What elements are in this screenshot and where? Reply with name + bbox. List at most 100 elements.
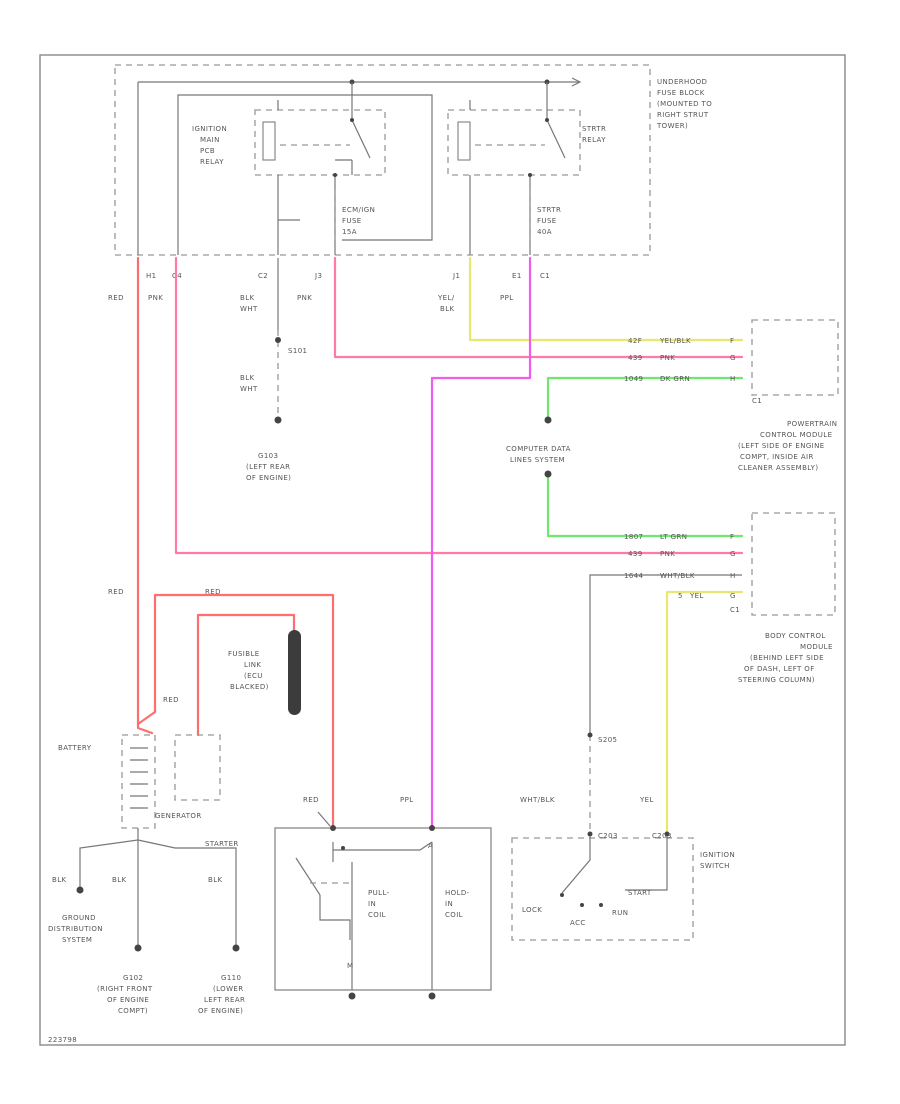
g110-label-1: G110 xyxy=(221,974,241,982)
connector-c203-b: C203 xyxy=(652,832,672,840)
fuse-block-label-1: UNDERHOOD xyxy=(657,78,707,86)
red-wire-to-generator xyxy=(196,613,296,737)
yel-label-ign: YEL xyxy=(639,796,654,804)
pnk-wire-label-c4: PNK xyxy=(148,294,163,302)
fuse-block-label-4: RIGHT STRUT xyxy=(657,111,709,119)
underhood-fuse-block: IGNITION MAIN PCB RELAY STRTR RELAY ECM/… xyxy=(114,64,712,280)
pcm-label-2: CONTROL MODULE xyxy=(760,431,832,439)
s101-wire-label-1: BLK xyxy=(240,374,255,382)
bcm-pin-letter-1: F xyxy=(730,533,734,541)
powertrain-control-module: 42F YEL/BLK F 439 PNK G 1049 DK GRN H C1… xyxy=(624,319,839,472)
yel-wire-to-ign-switch xyxy=(665,590,744,834)
battery: BATTERY xyxy=(58,734,156,829)
ecm-fuse-label-3: 15A xyxy=(342,228,357,236)
conn-e1: E1 xyxy=(512,272,522,280)
strtr-relay-label-1: STRTR xyxy=(582,125,606,133)
bcm-pin-letter-2: G xyxy=(730,550,736,558)
pcm-pin-num-3: 1049 xyxy=(624,375,643,383)
bcm-label-1: BODY CONTROL xyxy=(765,632,826,640)
blk-label-g102: BLK xyxy=(112,876,127,884)
fusible-link-label-4: BLACKED) xyxy=(230,683,269,691)
red-wire-to-starter xyxy=(136,593,335,830)
pcm-label-1: POWERTRAIN xyxy=(787,420,837,428)
bcm-pin-letter-4: G xyxy=(730,592,736,600)
ign-relay-label-2: MAIN xyxy=(200,136,220,144)
bcm-pin-num-3: 1644 xyxy=(624,572,644,580)
hold-in-label-1: HOLD- xyxy=(445,889,470,897)
blk-label-g110: BLK xyxy=(208,876,223,884)
splice-s205: S205 xyxy=(598,736,617,744)
g103-label-2: (LEFT REAR xyxy=(246,463,290,471)
ign-pos-lock: LOCK xyxy=(522,906,542,914)
pcm-pin-letter-1: F xyxy=(730,337,734,345)
ppl-wire-to-starter xyxy=(430,256,532,830)
yel-blk-wire-to-pcm xyxy=(468,256,744,342)
fusible-link-label-2: LINK xyxy=(244,661,261,669)
bcm-pin-color-2: PNK xyxy=(660,550,675,558)
strtr-fuse-label-1: STRTR xyxy=(537,206,561,214)
fusible-link: FUSIBLE LINK (ECU BLACKED) xyxy=(228,630,301,715)
pnk-wire-to-bcm xyxy=(174,256,744,555)
ground-dist-label-3: SYSTEM xyxy=(62,936,92,944)
g102-label-3: OF ENGINE xyxy=(107,996,149,1004)
conn-j1: J1 xyxy=(452,272,460,280)
pcm-pin-num-2: 439 xyxy=(628,354,643,362)
dk-grn-wire-pcm-data xyxy=(546,376,744,420)
ground-dist-label-2: DISTRIBUTION xyxy=(48,925,103,933)
strtr-fuse-label-2: FUSE xyxy=(537,217,557,225)
hold-in-label-2: IN xyxy=(445,900,453,908)
generator: GENERATOR xyxy=(155,734,221,820)
pcm-pin-letter-3: H xyxy=(730,375,736,383)
ign-switch-label-1: IGNITION xyxy=(700,851,735,859)
g110-label-3: LEFT REAR xyxy=(204,996,245,1004)
pcm-label-4: COMPT, INSIDE AIR xyxy=(740,453,814,461)
yel-blk-label-2: BLK xyxy=(440,305,455,313)
conn-c4: C4 xyxy=(172,272,182,280)
fuse-block-label-2: FUSE BLOCK xyxy=(657,89,705,97)
data-lines-label-2: LINES SYSTEM xyxy=(510,456,565,464)
data-lines-label-1: COMPUTER DATA xyxy=(506,445,571,453)
diagram-frame xyxy=(39,54,846,1046)
diagram-id: 223798 xyxy=(48,1036,77,1044)
bcm-label-5: STEERING COLUMN) xyxy=(738,676,815,684)
g102-label-2: (RIGHT FRONT xyxy=(97,985,153,993)
bcm-label-4: OF DASH, LEFT OF xyxy=(744,665,815,673)
g103-label-3: OF ENGINE) xyxy=(246,474,291,482)
ground-dist-label-1: GROUND xyxy=(62,914,96,922)
conn-j3: J3 xyxy=(314,272,322,280)
yel-blk-label-1: YEL/ xyxy=(437,294,455,302)
bcm-pin-color-1: LT GRN xyxy=(660,533,687,541)
bcm-pin-num-4: 5 xyxy=(678,592,683,600)
ignition-main-relay: IGNITION MAIN PCB RELAY xyxy=(192,82,386,255)
pcm-connector: C1 xyxy=(752,397,762,405)
pcm-pin-color-3: DK GRN xyxy=(660,375,690,383)
bcm-pin-num-1: 1807 xyxy=(624,533,643,541)
pull-in-label-2: IN xyxy=(368,900,376,908)
bcm-label-3: (BEHIND LEFT SIDE xyxy=(750,654,824,662)
bcm-pin-num-2: 439 xyxy=(628,550,643,558)
ign-relay-label-4: RELAY xyxy=(200,158,224,166)
bcm-pin-color-3: WHT/BLK xyxy=(660,572,695,580)
pcm-label-5: CLEANER ASSEMBLY) xyxy=(738,464,818,472)
g110-label-4: OF ENGINE) xyxy=(198,1007,243,1015)
pcm-pin-num-1: 42F xyxy=(628,337,642,345)
ppl-wire-label-starter-in: PPL xyxy=(400,796,414,804)
bcm-label-2: MODULE xyxy=(800,643,833,651)
ign-pos-run: RUN xyxy=(612,909,628,917)
ign-relay-label-1: IGNITION xyxy=(192,125,227,133)
fusible-link-label-1: FUSIBLE xyxy=(228,650,260,658)
g110-label-2: (LOWER xyxy=(213,985,244,993)
g103-label-1: G103 xyxy=(258,452,278,460)
wht-blk-wire-bcm xyxy=(589,574,742,735)
ecm-fuse-label-1: ECM/IGN xyxy=(342,206,375,214)
battery-grounds: BLK BLK BLK GROUND DISTRIBUTION SYSTEM G… xyxy=(48,828,245,1015)
fusible-link-label-3: (ECU xyxy=(244,672,263,680)
bcm-pin-color-4: YEL xyxy=(689,592,704,600)
red-wire-battery-feed xyxy=(136,256,154,735)
pcm-pin-color-1: YEL/BLK xyxy=(659,337,691,345)
fuse-block-label-3: (MOUNTED TO xyxy=(657,100,712,108)
pcm-pin-letter-2: G xyxy=(730,354,736,362)
fuse-block-label-5: TOWER) xyxy=(656,122,688,130)
c2-wire-label-1: BLK xyxy=(240,294,255,302)
